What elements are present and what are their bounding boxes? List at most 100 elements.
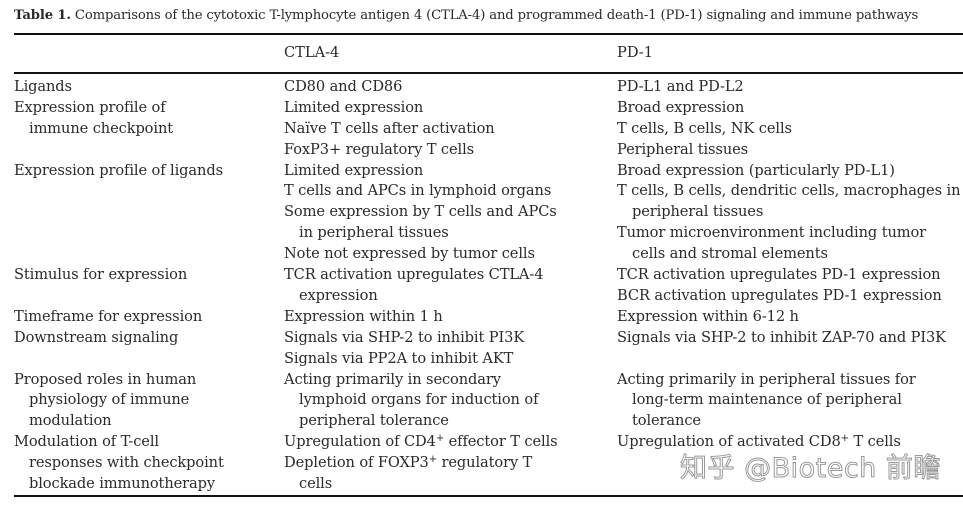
cell-text: Upregulation of activated CD8 <box>617 433 841 451</box>
cell-text: blockade immunotherapy <box>29 475 216 493</box>
cell-text: Broad expression (particularly PD-L1) <box>617 161 895 179</box>
cell-text: Expression profile of <box>14 98 166 116</box>
cell-text: Expression profile of ligands <box>14 161 223 179</box>
cell-line: tolerance <box>617 411 916 432</box>
table-row: Downstream signaling Signals via SHP-2 to… <box>0 328 963 370</box>
row-feature-cell: Stimulus for expression <box>14 265 187 286</box>
cell-line: Depletion of FOXP3+ regulatory T <box>284 453 558 474</box>
table-title: Comparisons of the cytotoxic T-lymphocyt… <box>74 8 919 23</box>
cell-line: modulation <box>14 411 196 432</box>
cell-text: effector T cells <box>444 433 558 451</box>
cell-text: Modulation of T-cell <box>14 433 159 451</box>
cell-text: Signals via SHP-2 to inhibit ZAP-70 and … <box>617 328 946 346</box>
cell-text: lymphoid organs for induction of <box>299 391 539 409</box>
cell-line: Modulation of T-cell <box>14 432 224 453</box>
cell-line: Signals via SHP-2 to inhibit ZAP-70 and … <box>617 328 946 349</box>
table-row: Expression profile of immune checkpoint Li… <box>0 98 963 161</box>
cell-line: physiology of immune <box>14 390 196 411</box>
cell-line: Some expression by T cells and APCs <box>284 202 557 223</box>
cell-text: regulatory T <box>436 454 533 472</box>
cell-text: Tumor microenvironment including tumor <box>617 224 927 242</box>
cell-line: CD80 and CD86 <box>284 77 402 98</box>
cell-line: Signals via SHP-2 to inhibit PI3K <box>284 328 524 349</box>
cell-text: Signals via SHP-2 to inhibit PI3K <box>284 328 525 346</box>
cell-text: Stimulus for expression <box>14 266 188 284</box>
cell-text: cells and stromal elements <box>632 245 828 263</box>
row-feature-cell: Timeframe for expression <box>14 307 202 328</box>
cell-text: expression <box>299 286 378 304</box>
cell-text: Limited expression <box>284 161 424 179</box>
cell-text: Expression within 6-12 h <box>617 307 799 325</box>
table-row: Proposed roles in human physiology of imm… <box>0 370 963 433</box>
superscript: + <box>840 433 849 445</box>
cell-line: Limited expression <box>284 161 557 182</box>
cell-line: Upregulation of activated CD8+ T cells <box>617 432 901 453</box>
row-ctla4-cell: Signals via SHP-2 to inhibit PI3K Signals… <box>284 328 524 370</box>
cell-line: T cells, B cells, dendritic cells, macro… <box>617 181 960 202</box>
superscript: + <box>428 454 437 466</box>
cell-text: Ligands <box>14 78 72 95</box>
table-caption: Table 1. Comparisons of the cytotoxic T-… <box>14 7 918 25</box>
cell-line: in peripheral tissues <box>284 223 557 244</box>
cell-text: in peripheral tissues <box>299 224 449 242</box>
cell-text: modulation <box>29 412 112 430</box>
table-row: Expression profile of ligands Limited exp… <box>0 161 963 266</box>
cell-line: lymphoid organs for induction of <box>284 390 538 411</box>
cell-line: responses with checkpoint <box>14 453 224 474</box>
cell-line: Upregulation of CD4+ effector T cells <box>284 432 558 453</box>
cell-line: PD-L1 and PD-L2 <box>617 77 744 98</box>
column-header-ctla4: CTLA-4 <box>284 44 340 61</box>
cell-line: Expression within 6-12 h <box>617 307 799 328</box>
cell-line: Limited expression <box>284 98 495 119</box>
cell-line: blockade immunotherapy <box>14 474 224 495</box>
cell-line: BCR activation upregulates PD-1 expressi… <box>617 286 942 307</box>
cell-line: peripheral tissues <box>617 202 960 223</box>
watermark-text: 知乎 @Biotech 前瞻 <box>680 453 941 485</box>
cell-text: T cells, B cells, NK cells <box>617 119 792 137</box>
cell-text: responses with checkpoint <box>29 454 224 472</box>
cell-line: T cells, B cells, NK cells <box>617 119 792 140</box>
row-pd1-cell: TCR activation upregulates PD-1 expressi… <box>617 265 942 307</box>
cell-text: long-term maintenance of peripheral <box>632 391 902 409</box>
cell-line: Peripheral tissues <box>617 140 792 161</box>
cell-text: physiology of immune <box>29 391 190 409</box>
cell-line: Expression within 1 h <box>284 307 443 328</box>
cell-text: Signals via PP2A to inhibit AKT <box>284 349 514 367</box>
cell-text: Depletion of FOXP3 <box>284 454 429 472</box>
row-pd1-cell: Broad expression (particularly PD-L1) T c… <box>617 161 960 265</box>
row-pd1-cell: Acting primarily in peripheral tissues f… <box>617 370 916 433</box>
cell-line: Broad expression <box>617 98 792 119</box>
cell-line: Expression profile of <box>14 98 173 119</box>
cell-line: TCR activation upregulates CTLA-4 <box>284 265 543 286</box>
table-row: Ligands CD80 and CD86 PD-L1 and PD-L2 <box>0 77 963 98</box>
row-pd1-cell: Signals via SHP-2 to inhibit ZAP-70 and … <box>617 328 946 349</box>
cell-text: Expression within 1 h <box>284 307 443 325</box>
cell-text: TCR activation upregulates CTLA-4 <box>284 266 544 284</box>
row-ctla4-cell: Expression within 1 h <box>284 307 443 328</box>
cell-text: Acting primarily in peripheral tissues f… <box>617 370 916 388</box>
cell-text: Downstream signaling <box>14 328 179 346</box>
cell-text: Upregulation of CD4 <box>284 433 436 451</box>
cell-text: peripheral tolerance <box>299 412 449 430</box>
bottom-rule <box>14 495 963 497</box>
cell-text: immune checkpoint <box>29 119 174 137</box>
row-feature-cell: Proposed roles in human physiology of imm… <box>14 370 196 433</box>
row-feature-cell: Ligands <box>14 77 72 98</box>
cell-line: Downstream signaling <box>14 328 178 349</box>
cell-text: peripheral tissues <box>632 203 764 221</box>
cell-text: tolerance <box>632 412 701 430</box>
cell-text: T cells <box>848 433 901 451</box>
table-row: Stimulus for expression TCR activation up… <box>0 265 963 307</box>
cell-line: Timeframe for expression <box>14 307 202 328</box>
cell-line: peripheral tolerance <box>284 411 538 432</box>
cell-text: Peripheral tissues <box>617 140 749 158</box>
cell-text: Proposed roles in human <box>14 370 197 388</box>
table-label: Table 1. <box>14 8 71 23</box>
cell-line: Acting primarily in peripheral tissues f… <box>617 370 916 391</box>
cell-line: immune checkpoint <box>14 119 173 140</box>
cell-line: long-term maintenance of peripheral <box>617 390 916 411</box>
